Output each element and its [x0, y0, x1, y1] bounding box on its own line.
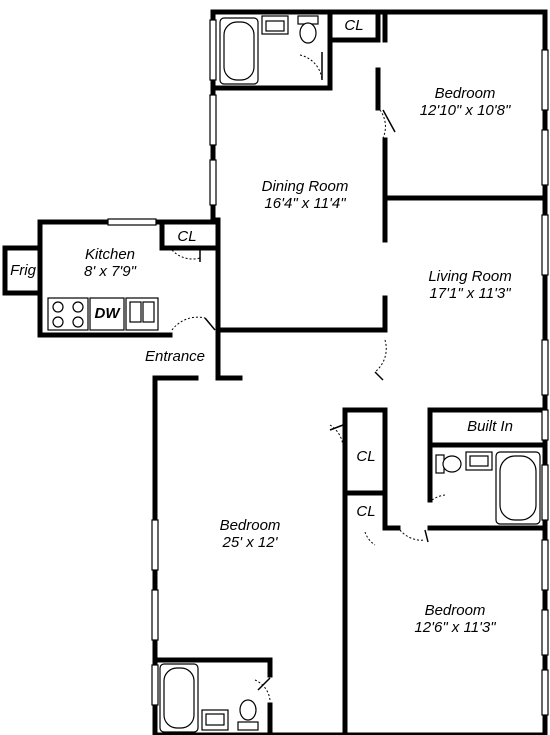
- kitchen-name: Kitchen: [84, 246, 136, 263]
- bedroom-right: Bedroom 12'6" x 11'3": [385, 602, 525, 637]
- bedroom-right-dims: 12'6" x 11'3": [414, 619, 496, 637]
- bedroom-top-name: Bedroom: [434, 85, 496, 102]
- closet-label-middle: CL: [356, 448, 376, 465]
- living-room-name: Living Room: [428, 268, 512, 285]
- windows: [107, 19, 549, 716]
- kitchen-dims: 8' x 7'9": [84, 263, 136, 281]
- bedroom-large: Bedroom 25' x 12': [200, 517, 300, 552]
- frig-label: Frig: [10, 262, 36, 279]
- living-room: Living Room 17'1" x 11'3": [400, 268, 540, 303]
- built-in-label: Built In: [467, 418, 513, 435]
- closet-label-kitchen: CL: [177, 228, 197, 245]
- living-room-dims: 17'1" x 11'3": [429, 285, 511, 303]
- closet-label-lower: CL: [356, 503, 376, 520]
- dining-room: Dining Room 16'4" x 11'4": [235, 178, 375, 213]
- fixtures: [47, 15, 541, 733]
- dishwasher-label: DW: [94, 305, 120, 322]
- bedroom-right-name: Bedroom: [424, 602, 486, 619]
- closet-label-top: CL: [344, 17, 364, 34]
- kitchen: Kitchen 8' x 7'9": [60, 246, 160, 281]
- bedroom-top: Bedroom 12'10" x 10'8": [395, 85, 535, 120]
- bedroom-large-name: Bedroom: [219, 517, 281, 534]
- bedroom-top-dims: 12'10" x 10'8": [419, 102, 511, 120]
- dining-room-name: Dining Room: [261, 178, 349, 195]
- doors: [171, 52, 446, 701]
- bedroom-large-dims: 25' x 12': [222, 534, 278, 552]
- dining-room-dims: 16'4" x 11'4": [264, 195, 346, 213]
- entrance-label: Entrance: [144, 348, 206, 365]
